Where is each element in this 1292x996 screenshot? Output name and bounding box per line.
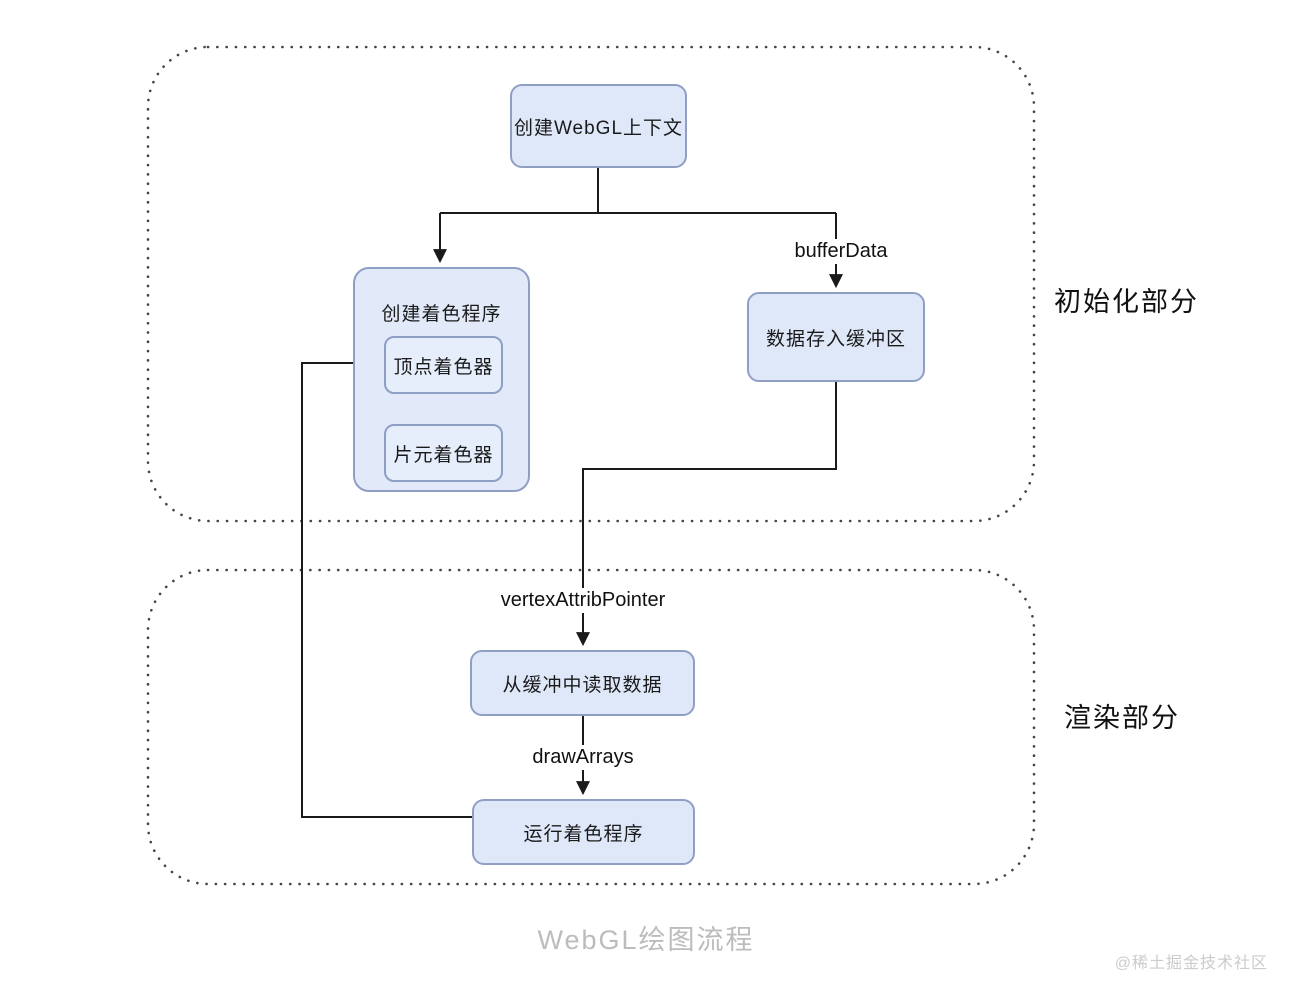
- region-label-render: 渲染部分: [1064, 703, 1180, 733]
- node-shader-program: 创建着色程序 顶点着色器 片元着色器: [353, 267, 530, 492]
- node-run-program-label: 运行着色程序: [523, 823, 644, 845]
- node-vertex-shader-label: 顶点着色器: [393, 356, 494, 378]
- node-run-program: 运行着色程序: [472, 799, 695, 865]
- node-store-buffer-label: 数据存入缓冲区: [765, 328, 906, 350]
- connector-context-split: [440, 168, 836, 214]
- node-create-context: 创建WebGL上下文: [510, 84, 687, 168]
- region-render-border: [146, 568, 1036, 886]
- node-store-buffer: 数据存入缓冲区: [747, 292, 925, 382]
- edge-label-bufferdata: bufferData: [788, 239, 894, 264]
- watermark: @稀土掘金技术社区: [1114, 955, 1268, 972]
- connector-loop-to-vertex-shader: [301, 356, 472, 818]
- node-fragment-shader-label: 片元着色器: [393, 444, 494, 466]
- region-label-init: 初始化部分: [1054, 287, 1199, 317]
- node-fragment-shader: 片元着色器: [384, 424, 503, 482]
- node-read-buffer: 从缓冲中读取数据: [470, 650, 695, 716]
- node-read-buffer-label: 从缓冲中读取数据: [502, 674, 663, 696]
- connector-vertexattribpointer: [576, 382, 837, 647]
- edge-label-vertexattribpointer: vertexAttribPointer: [494, 588, 672, 613]
- edge-label-drawarrays: drawArrays: [526, 745, 640, 770]
- diagram-caption: WebGL绘图流程: [537, 925, 755, 955]
- node-vertex-shader: 顶点着色器: [384, 336, 503, 394]
- node-shader-program-label: 创建着色程序: [381, 304, 502, 325]
- node-create-context-label: 创建WebGL上下文: [513, 117, 684, 139]
